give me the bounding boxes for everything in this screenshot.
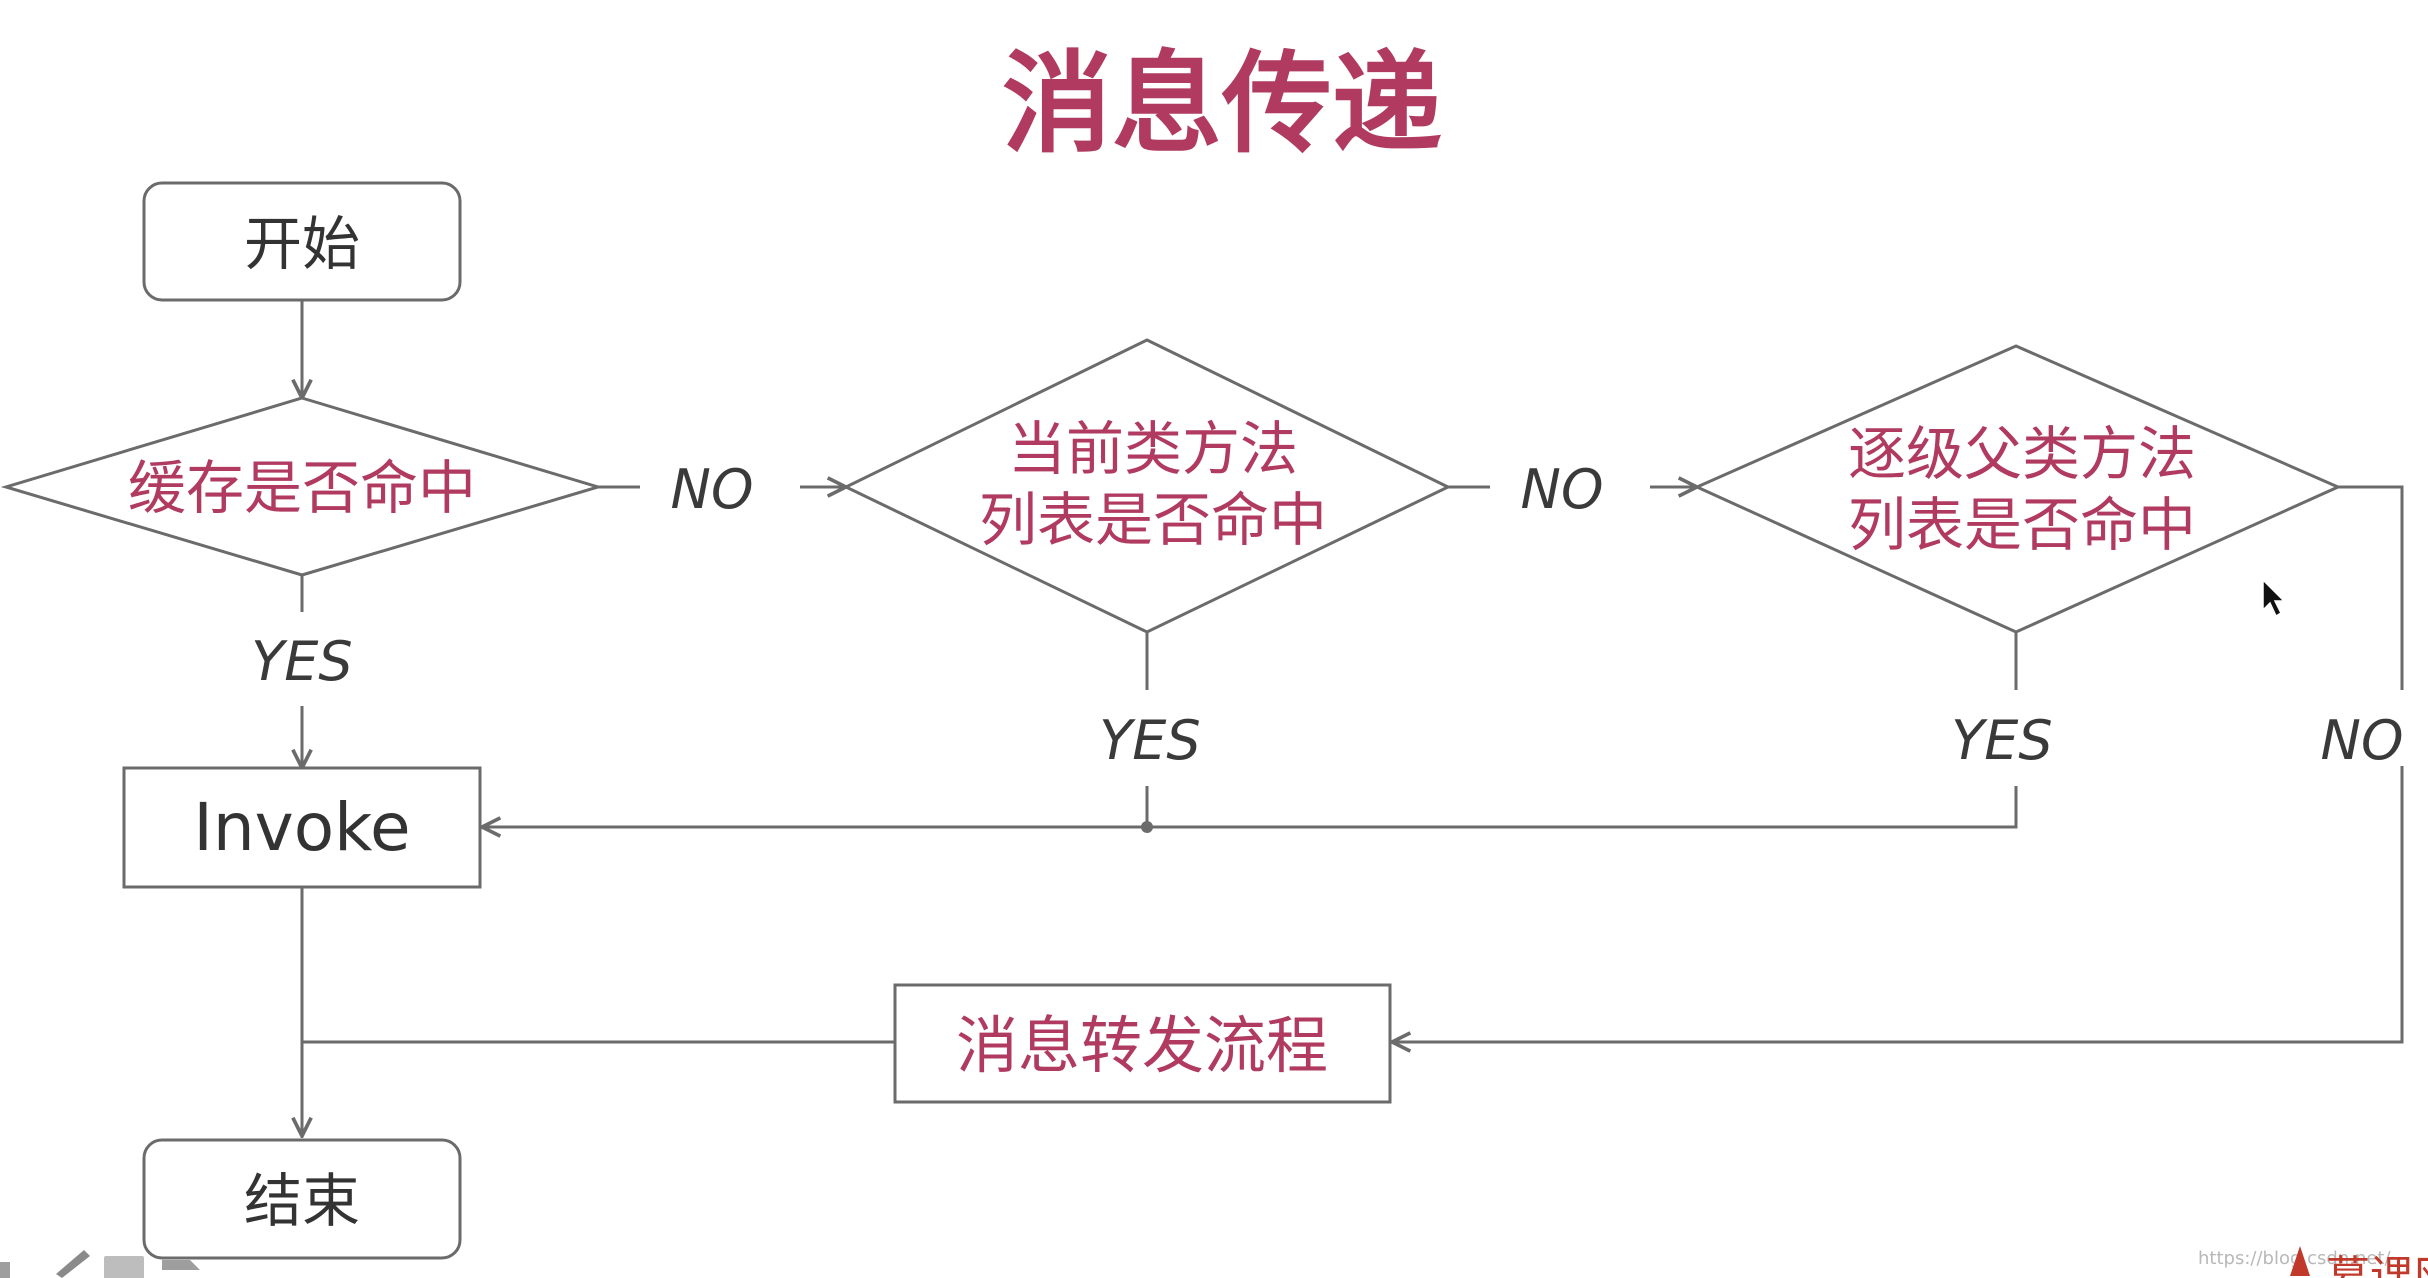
pen-icon[interactable]: [56, 1250, 90, 1278]
edge-super-yes-b: [1147, 786, 2018, 829]
start-label: 开始: [244, 210, 360, 278]
presentation-toolbar[interactable]: [0, 1250, 200, 1278]
end-label: 结束: [244, 1167, 360, 1235]
start-node: [142, 181, 462, 302]
prev-icon[interactable]: [0, 1262, 10, 1278]
class-method-check-label-line2: 列表是否命中: [979, 486, 1327, 554]
forwarding-node: [893, 983, 1392, 1104]
class-method-check-diamond: [842, 338, 1452, 634]
invoke-label: Invoke: [193, 789, 410, 866]
page-title: 消息传递: [1002, 40, 1442, 168]
cache-no-label: NO: [671, 458, 754, 521]
superclass-method-check-label-line1: 逐级父类方法: [1848, 420, 2196, 488]
edge-super-no-b: [1392, 766, 2404, 1042]
class-no-label: NO: [1521, 458, 1604, 521]
connectors: [302, 300, 2404, 1136]
super-yes-label: YES: [1951, 709, 2052, 772]
edge-super-no-a: [2338, 485, 2404, 690]
super-no-label: NO: [2321, 709, 2404, 772]
slides-icon[interactable]: [104, 1256, 144, 1278]
cache-check-diamond: [0, 396, 604, 577]
cache-yes-label: YES: [251, 630, 352, 693]
class-yes-label: YES: [1099, 709, 1200, 772]
next-icon[interactable]: [162, 1260, 200, 1270]
invoke-node: [122, 766, 482, 889]
brand-logo-icon: [2290, 1246, 2310, 1276]
forwarding-label: 消息转发流程: [956, 1009, 1328, 1082]
class-method-check-label-line1: 当前类方法: [1008, 415, 1298, 483]
superclass-method-check-diamond: [1693, 344, 2342, 634]
junction-dot: [1141, 821, 1153, 833]
watermark-url: https://blog.csdn.net/: [2198, 1248, 2391, 1269]
cache-check-label: 缓存是否命中: [128, 454, 476, 522]
end-node: [142, 1138, 462, 1260]
mouse-cursor-icon: [2262, 578, 2286, 618]
brand-name: 慕课网: [2326, 1252, 2428, 1278]
superclass-method-check-label-line2: 列表是否命中: [1848, 491, 2196, 559]
